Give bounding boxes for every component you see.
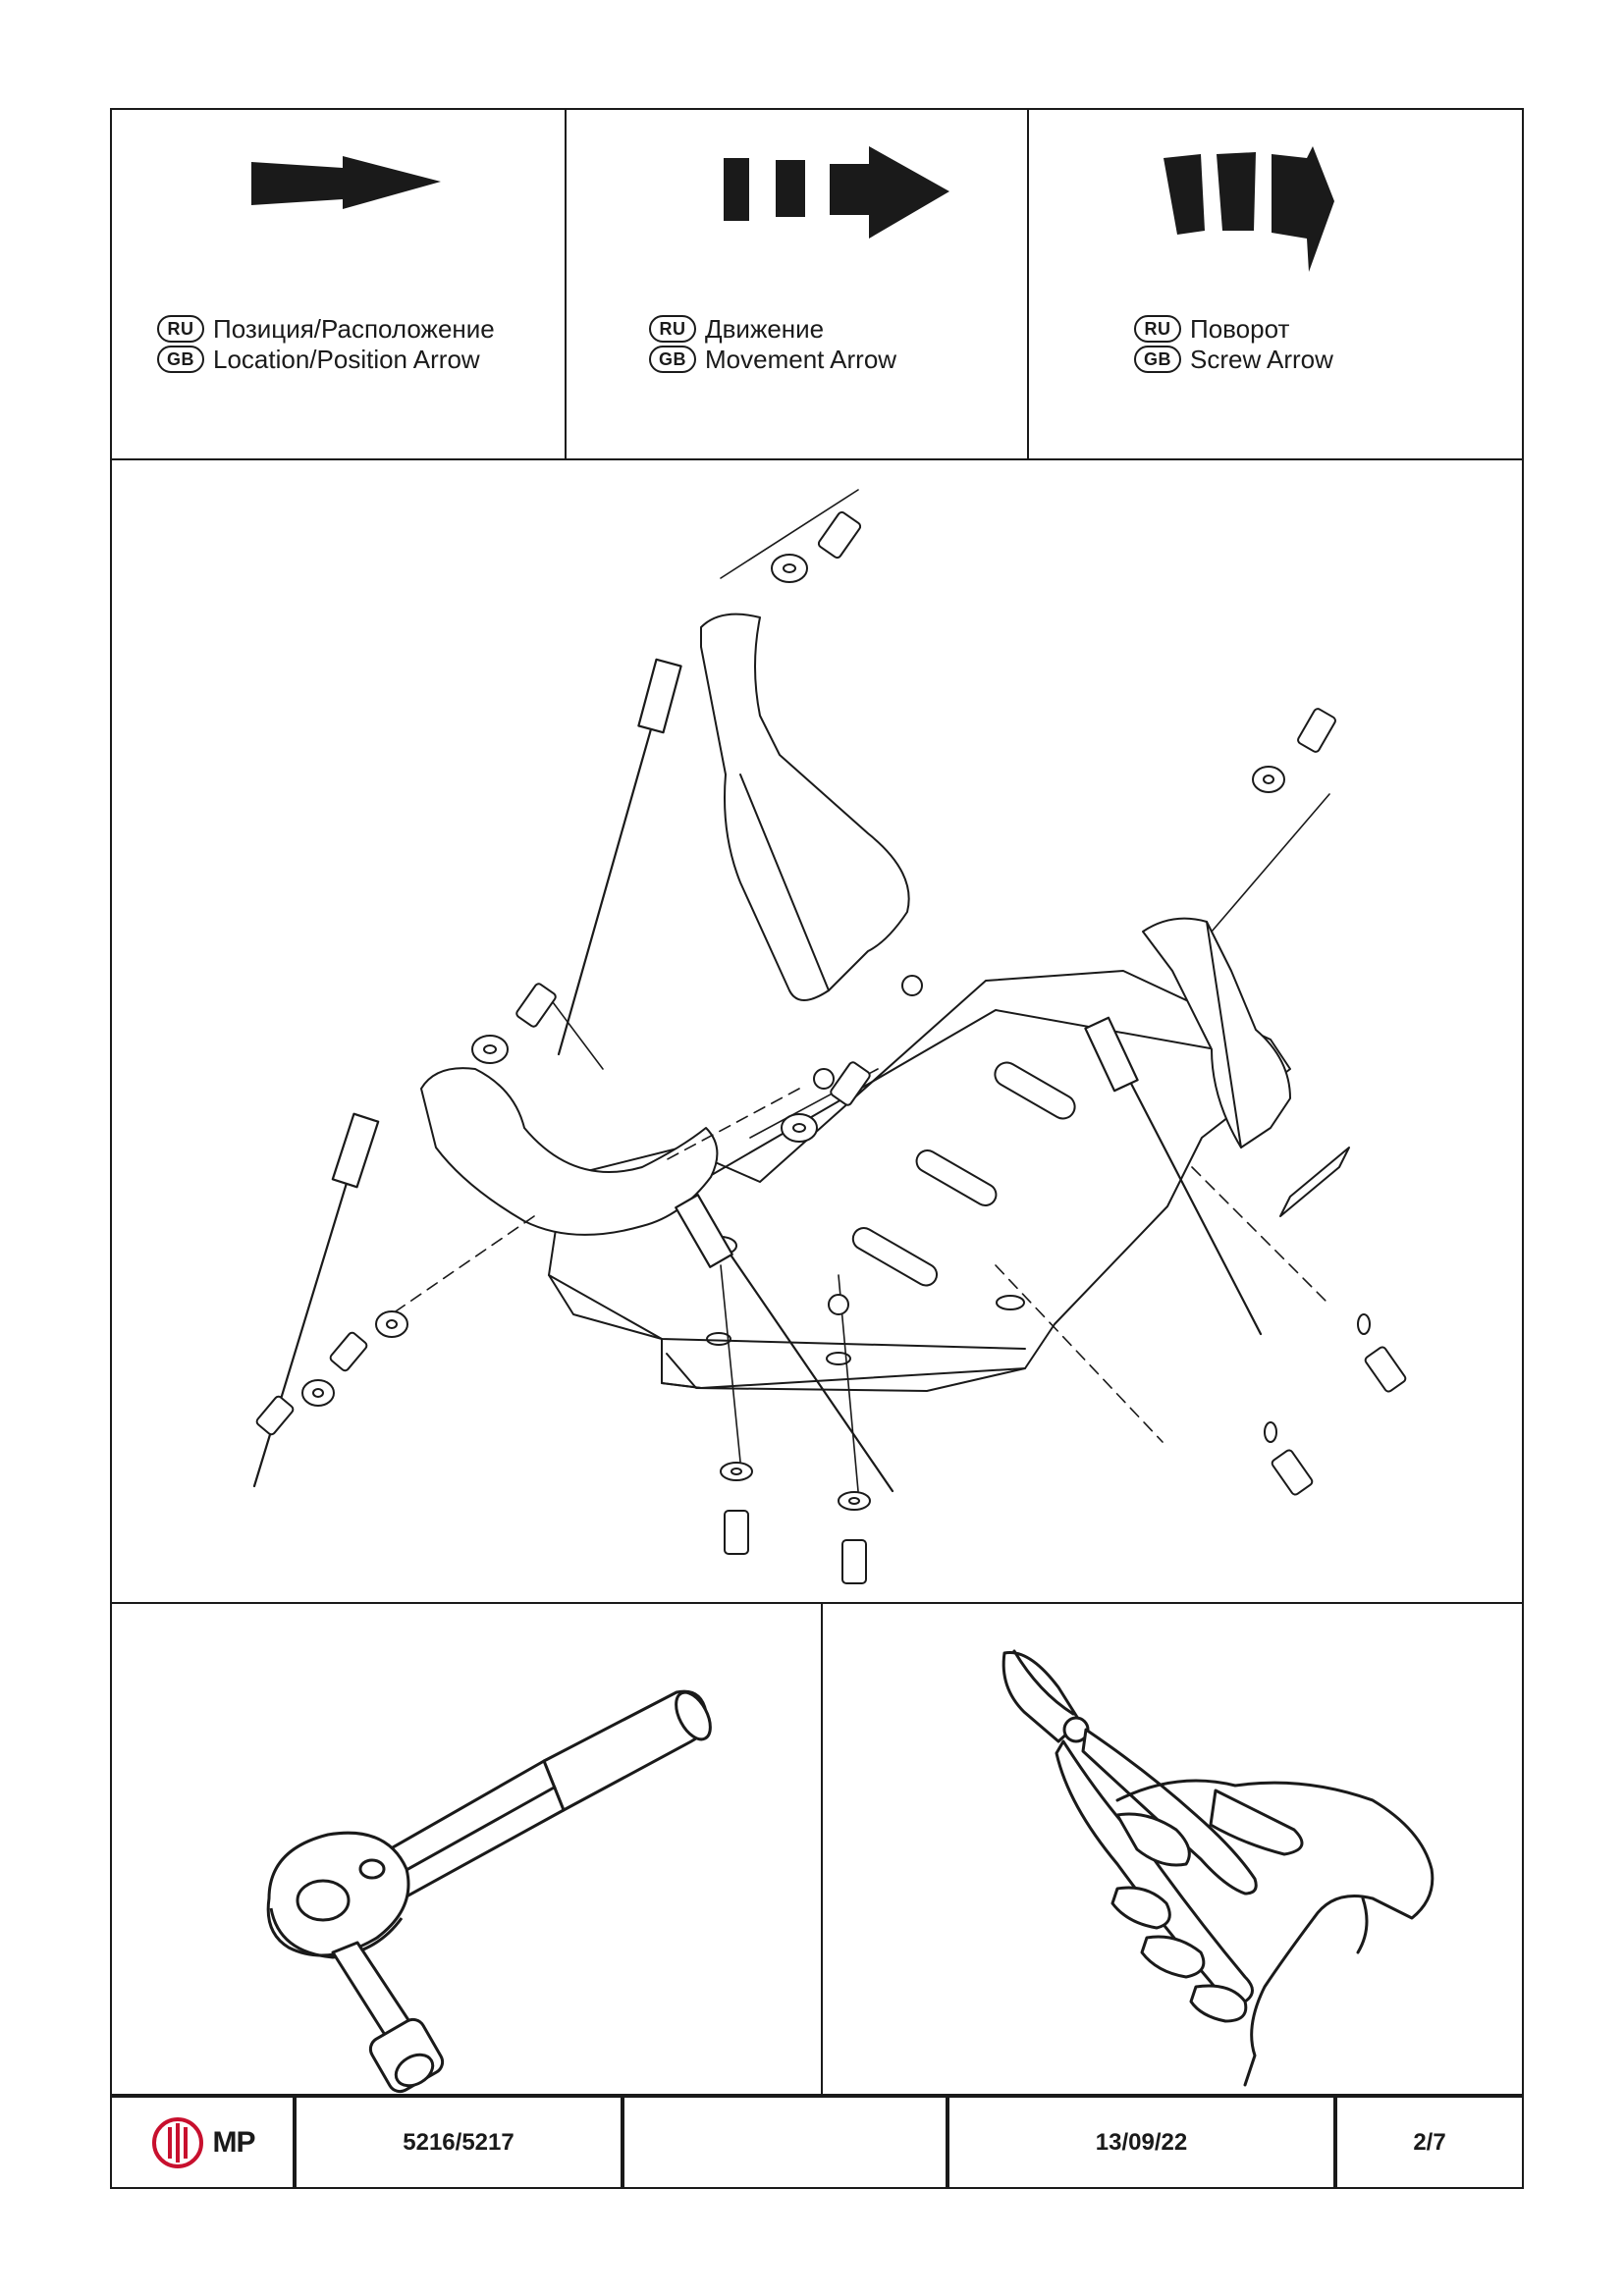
gb-badge: GB xyxy=(649,345,696,373)
legend-screw-gb: Screw Arrow xyxy=(1190,344,1333,374)
title-block: MP 5216/5217 13/09/22 2/7 xyxy=(112,2098,1522,2187)
legend-location-gb: Location/Position Arrow xyxy=(213,344,480,374)
movement-arrow-icon xyxy=(724,146,949,239)
mp-logo-icon xyxy=(151,2116,203,2168)
legend-location-text: RU Позиция/Расположение GB Location/Positi… xyxy=(157,313,495,374)
ratchet-wrench-icon xyxy=(266,1689,712,2094)
arrow-legend: RU Позиция/Расположение GB Location/Positi… xyxy=(112,110,1522,460)
blank-field xyxy=(624,2098,949,2187)
legend-movement-ru: Движение xyxy=(705,313,825,344)
side-cutter-pliers-icon xyxy=(1001,1649,1435,2087)
skid-plate-assembly-drawing xyxy=(252,489,1407,1584)
assembly-drawing-panel xyxy=(112,460,1522,1604)
location-arrow-icon xyxy=(251,156,441,209)
article-number: 5216/5217 xyxy=(297,2098,624,2187)
brand-logo: MP xyxy=(112,2098,297,2187)
screw-arrow-icon xyxy=(1164,146,1334,272)
legend-location: RU Позиция/Расположение GB Location/Positi… xyxy=(112,110,567,458)
ru-badge: RU xyxy=(157,314,204,343)
tool-cutters-cell xyxy=(823,1604,1522,2094)
gb-badge: GB xyxy=(157,345,204,373)
page-number: 2/7 xyxy=(1413,2128,1446,2156)
instruction-sheet: RU Позиция/Расположение GB Location/Positi… xyxy=(110,108,1524,2189)
document-date: 13/09/22 xyxy=(949,2098,1337,2187)
tool-ratchet-cell xyxy=(112,1604,823,2094)
legend-movement-text: RU Движение GB Movement Arrow xyxy=(649,313,896,374)
ru-badge: RU xyxy=(649,314,696,343)
legend-screw-ru: Поворот xyxy=(1190,313,1290,344)
ru-badge: RU xyxy=(1134,314,1181,343)
legend-screw: RU Поворот GB Screw Arrow xyxy=(1029,110,1522,458)
legend-movement: RU Движение GB Movement Arrow xyxy=(567,110,1029,458)
required-tools xyxy=(112,1604,1522,2098)
legend-location-ru: Позиция/Расположение xyxy=(213,313,495,344)
legend-movement-gb: Movement Arrow xyxy=(705,344,897,374)
legend-screw-text: RU Поворот GB Screw Arrow xyxy=(1134,313,1333,374)
gb-badge: GB xyxy=(1134,345,1181,373)
logo-text: MP xyxy=(212,2125,256,2159)
